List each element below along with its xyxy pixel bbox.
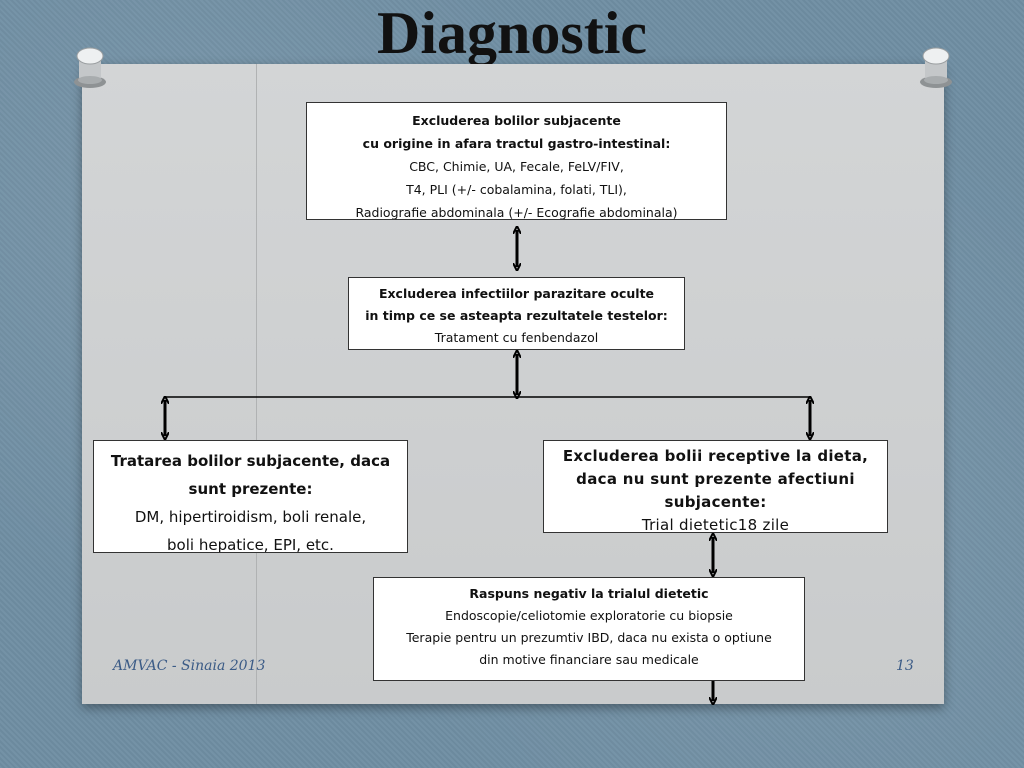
slide-title: Diagnostic	[377, 0, 647, 66]
box2-heading-line1: Excluderea infectiilor parazitare oculte	[378, 286, 655, 301]
box4-heading-line2: daca nu sunt prezente afectiuni	[576, 470, 855, 488]
box-negative-diet-trial-response: Raspuns negativ la trialul dietetic Endo…	[373, 577, 805, 681]
box1-heading-line1: Excluderea bolilor subjacente	[412, 113, 621, 128]
slide-number: 13	[896, 658, 914, 674]
board-divider	[256, 64, 257, 704]
box4-text-line4: Trial dietetic18 zile	[641, 516, 790, 533]
right-pushpin-icon	[920, 47, 952, 88]
box1-text-line5: Radiografie abdominala (+/- Ecografie ab…	[355, 205, 678, 220]
box5-text-line2: Endoscopie/celiotomie exploratorie cu bi…	[445, 608, 733, 623]
box3-text-line3: DM, hipertiroidism, boli renale,	[134, 508, 367, 526]
box2-text-line3: Tratament cu fenbendazol	[434, 330, 599, 345]
box3-heading-line1: Tratarea bolilor subjacente, daca	[110, 452, 391, 470]
box5-text-line3: Terapie pentru un prezumtiv IBD, daca nu…	[406, 630, 772, 645]
box1-text-line4: T4, PLI (+/- cobalamina, folati, TLI),	[406, 182, 627, 197]
box1-text-line3: CBC, Chimie, UA, Fecale, FeLV/FIV,	[409, 159, 624, 174]
box5-text-line4: din motive financiare sau medicale	[479, 652, 699, 667]
box-exclude-underlying-disease: Excluderea bolilor subjacente cu origine…	[306, 102, 727, 220]
footer-event-label: AMVAC - Sinaia 2013	[113, 658, 266, 674]
box3-text-line4: boli hepatice, EPI, etc.	[167, 536, 334, 553]
box3-heading-line2: sunt prezente:	[188, 480, 313, 498]
left-pushpin-icon	[74, 47, 106, 88]
box-exclude-parasitic-infection: Excluderea infectiilor parazitare oculte…	[348, 277, 685, 350]
box5-heading-line1: Raspuns negativ la trialul dietetic	[469, 586, 709, 601]
box4-heading-line3: subjacente:	[664, 493, 767, 511]
box-exclude-diet-responsive-disease: Excluderea bolii receptive la dieta, dac…	[543, 440, 888, 533]
box-treat-underlying-disease: Tratarea bolilor subjacente, daca sunt p…	[93, 440, 408, 553]
box2-heading-line2: in timp ce se asteapta rezultatele teste…	[365, 308, 668, 323]
box1-heading-line2: cu origine in afara tractul gastro-intes…	[362, 136, 671, 151]
box4-heading-line1: Excluderea bolii receptive la dieta,	[562, 447, 869, 465]
